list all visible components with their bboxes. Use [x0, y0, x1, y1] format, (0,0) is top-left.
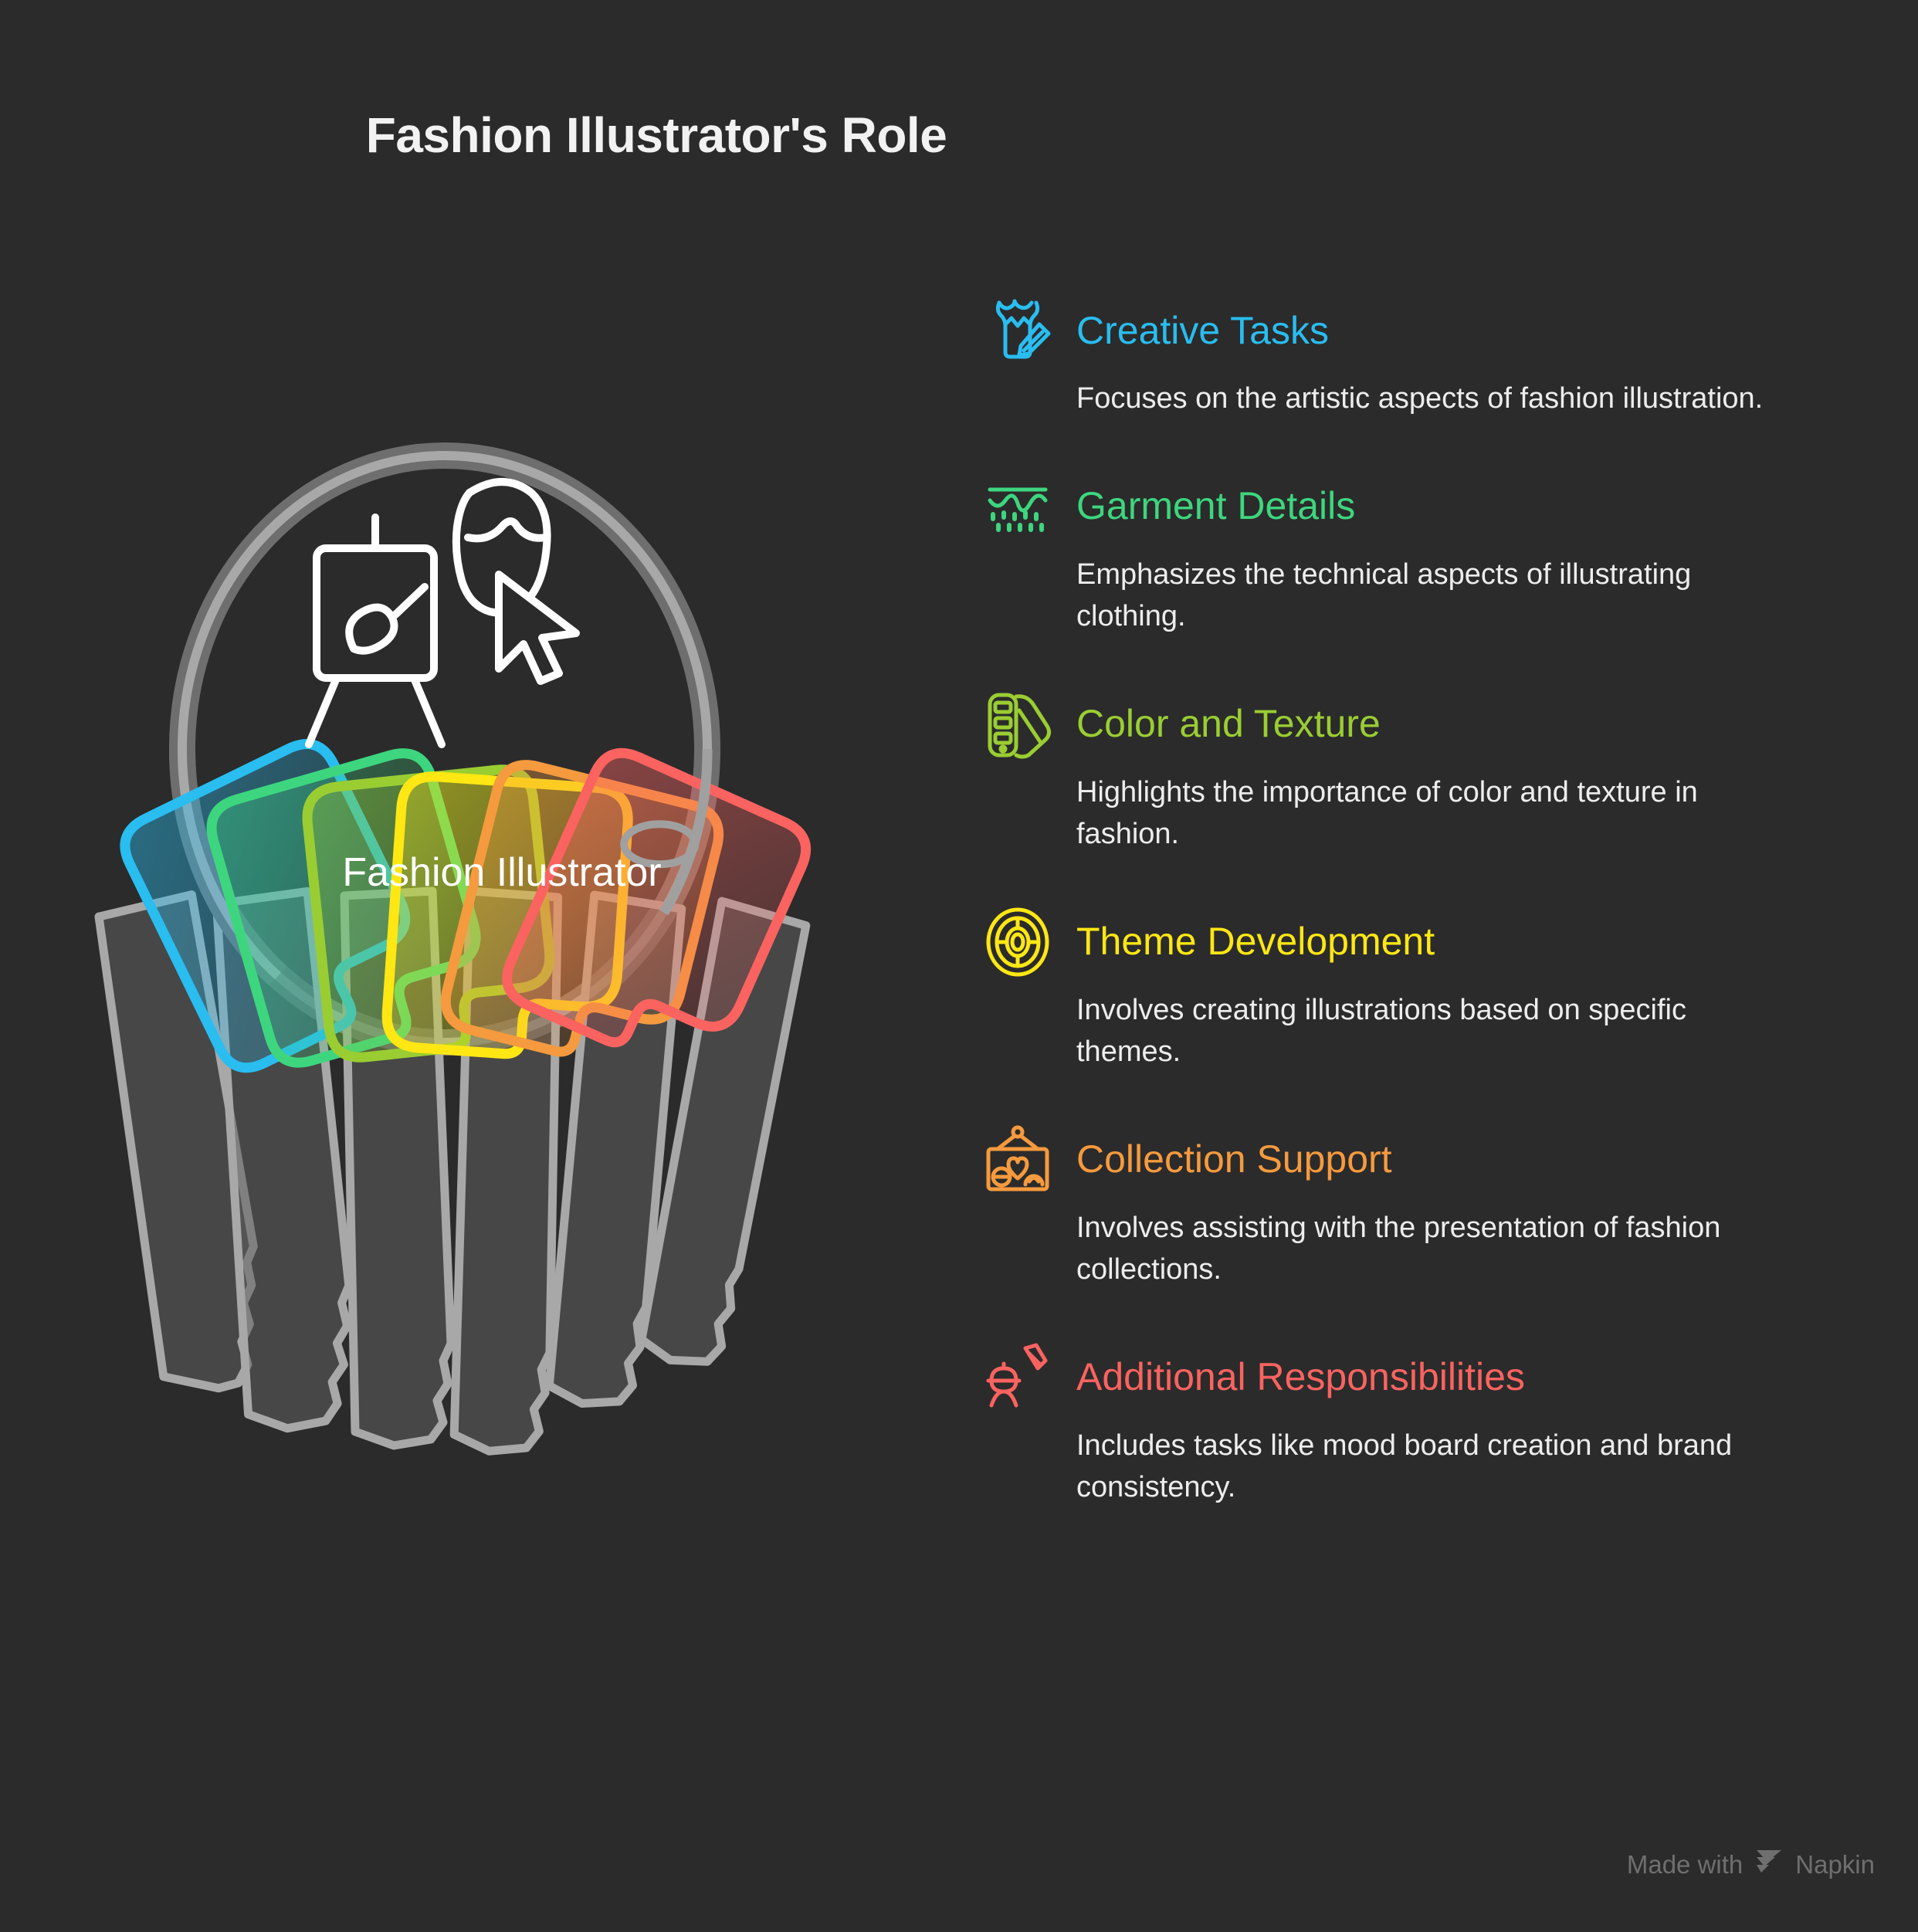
hanging-sign-icon — [981, 1123, 1055, 1197]
list-item-color-and-texture[interactable]: Color and Texture Highlights the importa… — [981, 687, 1845, 856]
list-item-creative-tasks[interactable]: Creative Tasks Focuses on the artistic a… — [981, 293, 1845, 420]
list-item-description: Emphasizes the technical aspects of illu… — [1076, 558, 1692, 632]
list-item-header: Garment Details — [981, 469, 1845, 544]
face-cursor-icon — [452, 478, 580, 685]
easel-paintbrush-icon — [305, 514, 446, 748]
keyring-illustration: Fashion Illustrator — [46, 402, 957, 1606]
list-item-title: Creative Tasks — [1076, 308, 1329, 352]
list-item-collection-support[interactable]: Collection Support Involves assisting wi… — [981, 1123, 1845, 1291]
list-item-header: Creative Tasks — [981, 293, 1845, 368]
list-item-header: Collection Support — [981, 1123, 1845, 1197]
role-aspects-list: Creative Tasks Focuses on the artistic a… — [981, 293, 1845, 1557]
fabric-stitch-icon — [981, 469, 1055, 544]
dress-pencil-icon — [981, 293, 1055, 368]
list-item-header: Additional Responsibilities — [981, 1341, 1845, 1415]
mannequin-pencil-icon — [981, 1341, 1055, 1415]
list-item-header: Theme Development — [981, 905, 1845, 979]
list-item-description: Includes tasks like mood board creation … — [1076, 1429, 1733, 1503]
footer-attribution[interactable]: Made with Napkin — [1627, 1849, 1875, 1881]
list-item-title: Garment Details — [1076, 484, 1356, 528]
list-item-additional-responsibilities[interactable]: Additional Responsibilities Includes tas… — [981, 1341, 1845, 1509]
key-heads — [120, 738, 812, 1073]
list-item-garment-details[interactable]: Garment Details Emphasizes the technical… — [981, 469, 1845, 638]
list-item-title: Collection Support — [1076, 1137, 1392, 1181]
list-item-title: Theme Development — [1076, 920, 1435, 964]
list-item-description: Involves assisting with the presentation… — [1076, 1211, 1721, 1286]
page-title: Fashion Illustrator's Role — [365, 107, 947, 163]
list-item-description: Highlights the importance of color and t… — [1076, 775, 1698, 850]
center-label: Fashion Illustrator — [342, 850, 662, 895]
list-item-theme-development[interactable]: Theme Development Involves creating illu… — [981, 905, 1845, 1073]
list-item-header: Color and Texture — [981, 687, 1845, 761]
list-item-title: Color and Texture — [1076, 702, 1381, 746]
napkin-logo-icon — [1754, 1849, 1784, 1881]
footer-brand-label: Napkin — [1795, 1850, 1875, 1879]
list-item-title: Additional Responsibilities — [1076, 1355, 1525, 1399]
color-swatch-fan-icon — [981, 687, 1055, 761]
footer-made-with-label: Made with — [1626, 1850, 1743, 1879]
list-item-description: Involves creating illustrations based on… — [1076, 993, 1686, 1068]
list-item-description: Focuses on the artistic aspects of fashi… — [1076, 382, 1764, 415]
theme-wheel-icon — [981, 905, 1055, 979]
